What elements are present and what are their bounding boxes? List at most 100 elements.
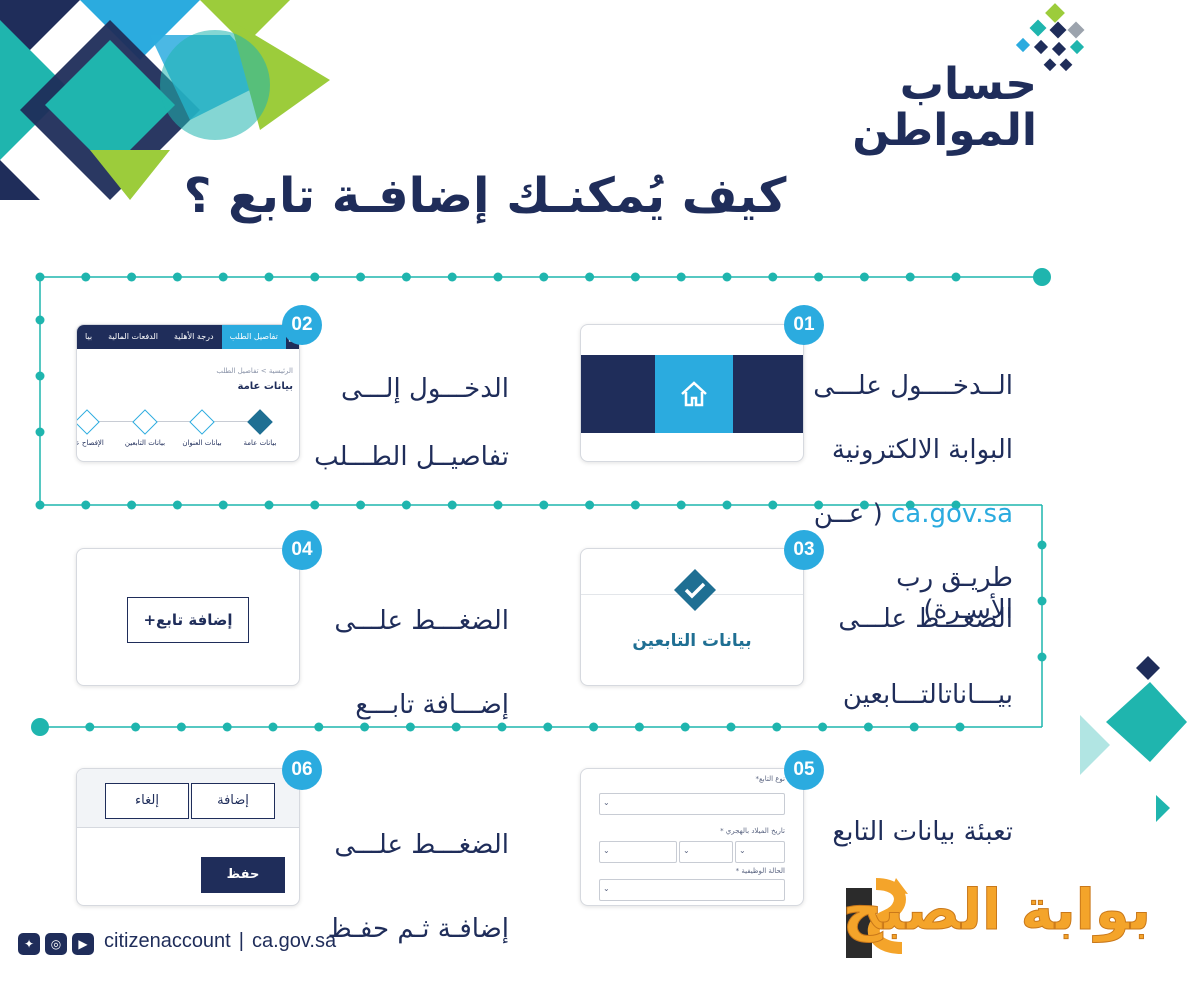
youtube-icon[interactable]: ▶: [72, 933, 94, 955]
portal-link[interactable]: ca.gov.sa: [890, 499, 1013, 529]
save-button[interactable]: حفظ: [201, 857, 285, 893]
employment-status-label: الحالة الوظيفية *: [735, 867, 785, 875]
timeline-dot: [127, 500, 137, 510]
timeline-dot: [630, 272, 640, 282]
social-handle[interactable]: citizenaccount: [104, 930, 231, 952]
logo-line2: المواطن: [852, 105, 1037, 156]
timeline-dot: [543, 722, 553, 732]
timeline-dot: [680, 722, 690, 732]
timeline-dot: [539, 272, 549, 282]
step-01-line4: طريـق رب الأسـرة): [896, 563, 1013, 625]
step-03-badge: 03: [784, 530, 824, 570]
progress-step-dependents[interactable]: بيانات التابعين: [117, 409, 173, 447]
step-04-card: إضافة تابع+: [76, 548, 300, 686]
tab-payments[interactable]: الدفعات المالية: [108, 332, 158, 341]
home-button[interactable]: [655, 355, 733, 433]
timeline-dot: [81, 500, 91, 510]
watermark-logo-icon: [846, 878, 908, 958]
timeline-dot: [447, 272, 457, 282]
tab-request-details[interactable]: تفاصيل الطلب: [221, 325, 286, 349]
timeline-dot: [35, 500, 45, 510]
timeline-dot: [172, 500, 182, 510]
add-button[interactable]: إضافة: [191, 783, 275, 819]
timeline-dot: [35, 427, 45, 437]
step-01-line2: البوابة الالكترونية: [831, 435, 1013, 465]
dependents-step-button[interactable]: [672, 567, 718, 613]
timeline-dot: [222, 722, 232, 732]
timeline-dot: [405, 722, 415, 732]
step-04-text: الضغـــط علـــى إضـــافة تابـــع: [309, 558, 509, 768]
step-02-badge: 02: [282, 305, 322, 345]
social-icons: ✦ ◎ ▶: [18, 933, 94, 955]
timeline-dot: [955, 722, 965, 732]
timeline-dot: [951, 500, 961, 510]
timeline-dot: [268, 722, 278, 732]
timeline-dot: [447, 500, 457, 510]
step-03-text: الضغـــط علـــى بيـــاناتالتـــابعين: [813, 562, 1013, 752]
step-04-badge: 04: [282, 530, 322, 570]
timeline-dot: [909, 722, 919, 732]
progress-step-label: الإفصاح عن: [77, 439, 104, 447]
twitter-icon[interactable]: ✦: [18, 933, 40, 955]
instagram-icon[interactable]: ◎: [45, 933, 67, 955]
timeline-dot: [905, 500, 915, 510]
tab-data[interactable]: بيا: [85, 332, 93, 341]
step-06-line1: الضغـــط علـــى: [334, 830, 509, 860]
step-02-line2: تفاصيــل الطـــلب: [314, 442, 509, 472]
timeline-dot: [905, 272, 915, 282]
timeline-dot: [630, 500, 640, 510]
cancel-button[interactable]: إلغاء: [105, 783, 189, 819]
step-02-card: تفاصيل الطلب درجة الأهلية الدفعات المالي…: [76, 324, 300, 462]
timeline-dot: [176, 722, 186, 732]
timeline-dot: [401, 272, 411, 282]
step-06-card: إضافة إلغاء حفظ: [76, 768, 300, 906]
progress-step-general[interactable]: بيانات عامة: [232, 409, 288, 447]
dependent-type-select[interactable]: ⌄: [599, 793, 785, 815]
timeline-dot: [634, 722, 644, 732]
step-05-text: تعبئة بيانات التابع: [793, 784, 1013, 880]
timeline-dot: [497, 722, 507, 732]
birth-day-select[interactable]: ⌄: [599, 841, 677, 863]
timeline-dot: [35, 272, 45, 282]
progress-step-address[interactable]: بيانات العنوان: [174, 409, 230, 447]
step-01-line1: الــدخــــول علـــى: [813, 371, 1013, 401]
timeline-dot: [726, 722, 736, 732]
step-06-text: الضغـــط علـــى إضافـة ثـم حفـظ: [309, 782, 509, 992]
check-icon: [132, 409, 158, 435]
dependents-label: بيانات التابعين: [632, 631, 752, 651]
step-05-line1: تعبئة بيانات التابع: [832, 817, 1013, 847]
page-title: كيف يُمكنـك إضافـة تابع ؟: [183, 168, 787, 224]
timeline-dot: [218, 500, 228, 510]
timeline-dot: [35, 371, 45, 381]
progress-steps: بيانات عامة بيانات العنوان بيانات التابع…: [77, 409, 299, 461]
birth-year-select[interactable]: ⌄: [735, 841, 785, 863]
timeline-dot: [772, 722, 782, 732]
check-icon: [77, 409, 100, 435]
side-decor-pattern: [1080, 656, 1187, 822]
timeline-dot: [131, 722, 141, 732]
employment-status-select[interactable]: ⌄: [599, 879, 785, 901]
step-06-line2: إضافـة ثـم حفـظ: [327, 914, 509, 944]
section-title: بيانات عامة: [237, 381, 293, 392]
dependent-type-label: نوع التابع*: [755, 775, 785, 783]
timeline-dot: [356, 500, 366, 510]
timeline-dot: [863, 722, 873, 732]
timeline-dot: [35, 315, 45, 325]
timeline-connector: [31, 268, 1051, 736]
chevron-down-icon: ⌄: [603, 798, 610, 807]
tab-eligibility[interactable]: درجة الأهلية: [174, 332, 214, 341]
timeline-dot: [1037, 540, 1047, 550]
timeline-dot: [81, 272, 91, 282]
step-05-badge: 05: [784, 750, 824, 790]
timeline-dot: [539, 500, 549, 510]
add-dependent-button[interactable]: إضافة تابع+: [127, 597, 249, 643]
check-icon: [674, 569, 716, 611]
timeline-dot: [264, 272, 274, 282]
timeline-dot: [768, 272, 778, 282]
birth-month-select[interactable]: ⌄: [679, 841, 733, 863]
progress-step-disclosure[interactable]: الإفصاح عن: [77, 409, 115, 447]
footer-site-link[interactable]: ca.gov.sa: [251, 930, 337, 952]
timeline-dot: [314, 722, 324, 732]
progress-step-label: بيانات عامة: [243, 439, 277, 447]
header-decor-pattern: [0, 0, 330, 200]
